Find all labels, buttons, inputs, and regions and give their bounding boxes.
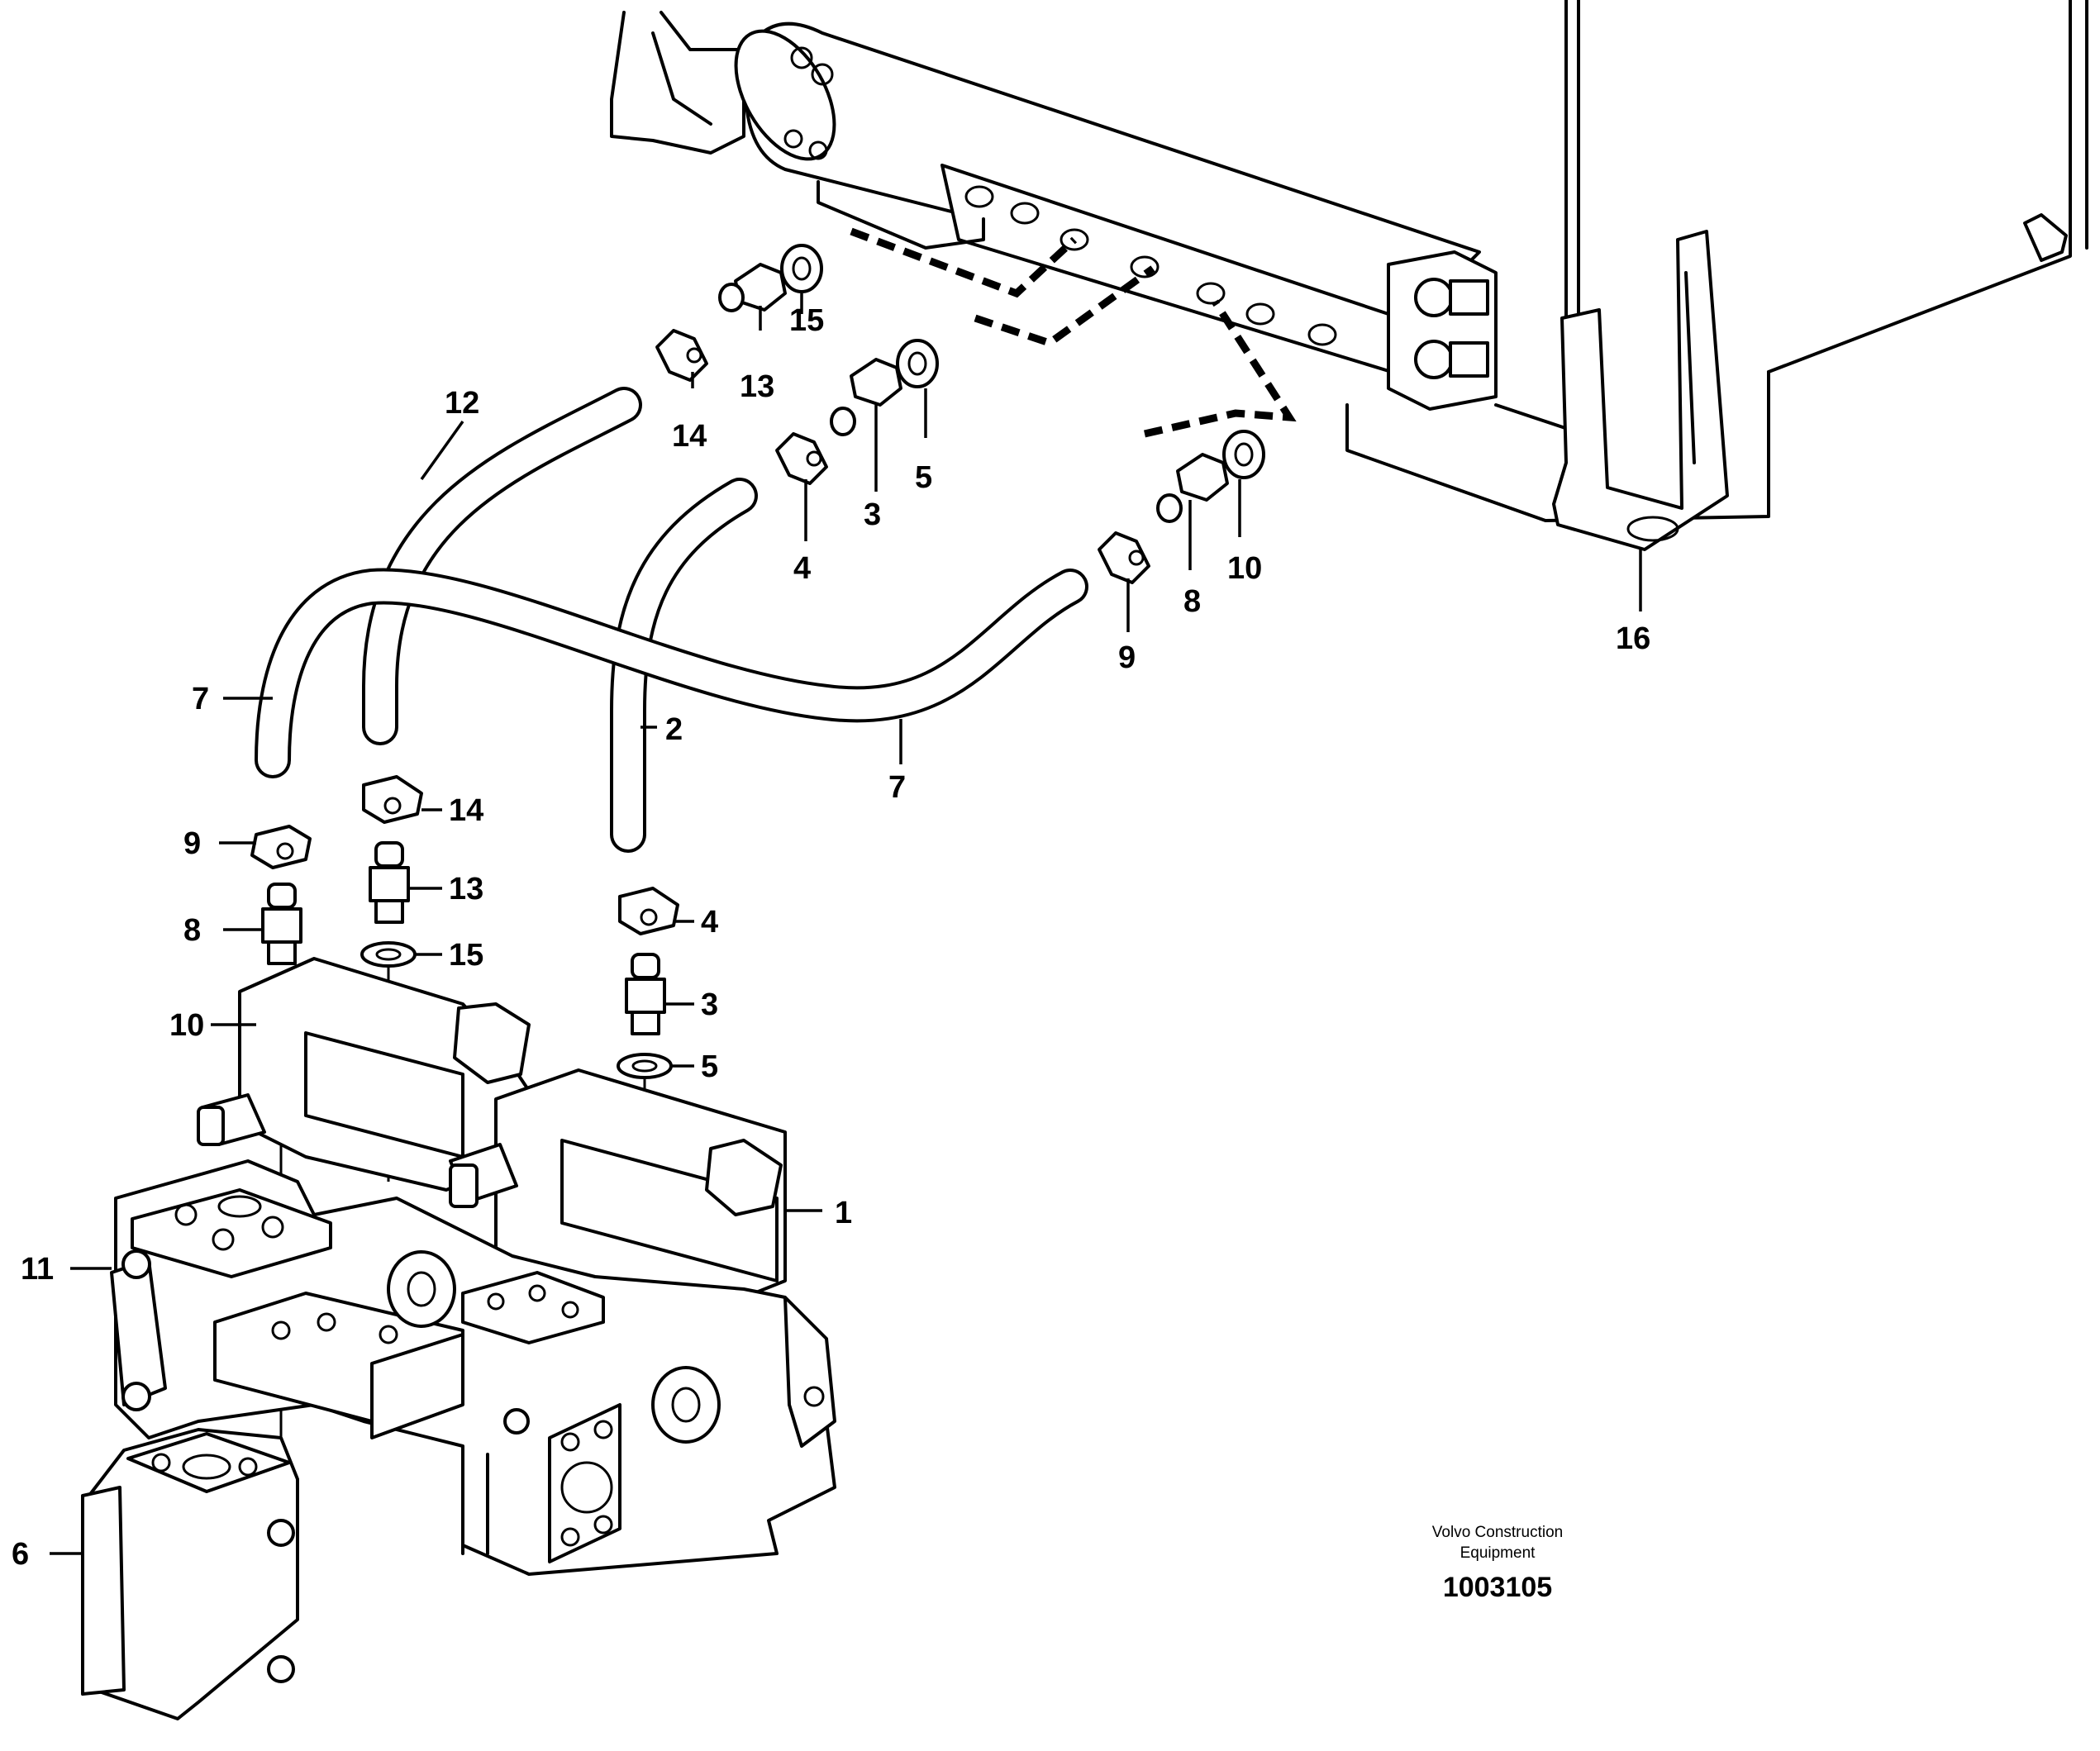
callout-8-upper: 8: [1183, 584, 1201, 619]
callout-6: 6: [12, 1537, 29, 1572]
callout-13-lower: 13: [449, 872, 483, 906]
callout-15-upper: 15: [789, 303, 824, 338]
valve-block-assembly: [81, 957, 836, 1720]
credit-line-1: Volvo Construction: [1432, 1524, 1563, 1541]
upper-fittings: [655, 244, 1265, 584]
callout-2: 2: [665, 712, 683, 747]
callout-4-lower: 4: [701, 905, 718, 940]
callout-3-lower: 3: [701, 987, 718, 1022]
callout-5-lower: 5: [701, 1049, 718, 1084]
hoses: [255, 387, 1088, 853]
callout-5-upper: 5: [915, 460, 932, 495]
credit-line-2: Equipment: [1460, 1544, 1536, 1562]
callout-10-upper: 10: [1227, 551, 1262, 586]
callout-16: 16: [1616, 621, 1650, 656]
callout-12: 12: [445, 386, 479, 421]
leader-lines: [50, 293, 1642, 1555]
document-number: 1003105: [1443, 1572, 1552, 1603]
document-credit: Volvo Construction Equipment 1003105: [1432, 1524, 1563, 1603]
upper-manifold-assembly: [610, 0, 2088, 551]
callout-4-upper: 4: [793, 551, 811, 586]
routing-dashes: [850, 227, 1297, 438]
callout-labels: 1 2 3 3 4 4 5 5 6 7 7 8 8 9 9 10 10 11 1…: [12, 303, 1650, 1572]
callout-9-upper: 9: [1118, 640, 1136, 675]
callout-13-upper: 13: [740, 369, 774, 404]
callout-14-lower: 14: [449, 793, 483, 828]
callout-3-upper: 3: [864, 497, 881, 532]
callout-8-lower: 8: [183, 913, 201, 948]
callout-11: 11: [21, 1252, 54, 1287]
callout-10-lower: 10: [169, 1008, 204, 1043]
callout-7-left: 7: [192, 682, 209, 716]
callout-7-center: 7: [888, 770, 906, 805]
callout-1: 1: [835, 1196, 852, 1230]
callout-14-upper: 14: [672, 419, 707, 454]
callout-15-lower: 15: [449, 938, 483, 973]
callout-9-lower: 9: [183, 826, 201, 861]
